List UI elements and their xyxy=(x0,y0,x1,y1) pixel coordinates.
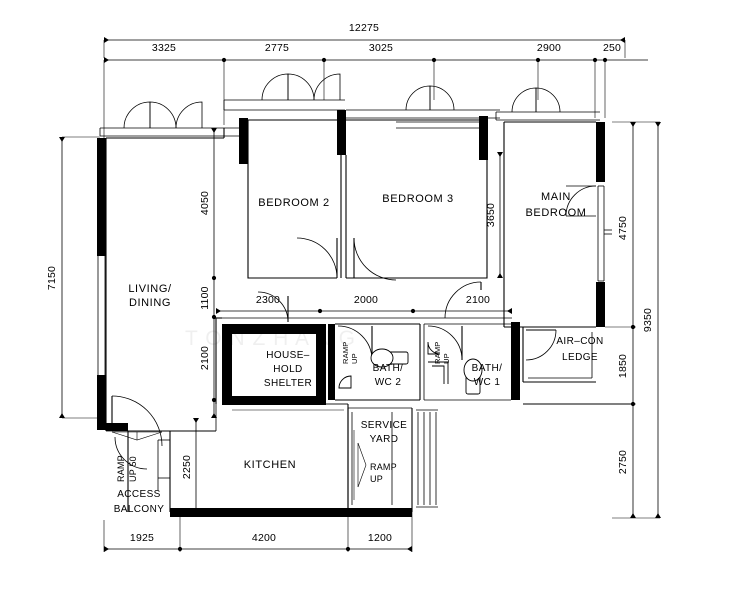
top-dimension-chain: 3325 2775 3025 2900 250 xyxy=(103,42,648,140)
label-living-dining-2: DINING xyxy=(129,297,171,309)
bedroom3-window-casement xyxy=(405,85,455,111)
basin-wc2 xyxy=(338,375,352,389)
window-door-swings[interactable] xyxy=(111,73,597,500)
main-bedroom-window-casement xyxy=(511,87,561,113)
room-labels: LIVING/ DINING BEDROOM 2 BEDROOM 3 MAIN … xyxy=(114,191,604,515)
dim-bedroom3-height: 3650 xyxy=(485,203,497,227)
shower-wc2 xyxy=(428,361,449,384)
label-bath-wc2-1: BATH/ xyxy=(373,363,404,374)
dim-right-3: 2750 xyxy=(617,450,629,474)
main-bedroom-door xyxy=(565,185,597,217)
main-entry-door xyxy=(111,395,163,447)
toilet-wc1 xyxy=(463,358,483,395)
label-shelter-3: SHELTER xyxy=(264,378,312,389)
bedroom2-window-casement xyxy=(261,73,341,101)
entry-ramp-arrow xyxy=(111,431,163,470)
left-dimension-overall: 7150 xyxy=(46,136,100,419)
dim-mid-1: 2300 xyxy=(256,294,280,306)
label-main-bedroom-1: MAIN xyxy=(541,191,571,203)
label-aircon-2: LEDGE xyxy=(562,352,598,363)
dim-kitchen-height: 2250 xyxy=(181,455,193,479)
label-aircon-1: AIR–CON xyxy=(556,336,603,347)
dim-top-5: 250 xyxy=(603,42,621,54)
wall-outlines xyxy=(99,99,633,512)
kitchen-counter xyxy=(232,403,348,411)
dim-right-2: 1850 xyxy=(617,354,629,378)
label-access-balcony-2: BALCONY xyxy=(114,504,165,515)
ramp-label-wc2-up: UP xyxy=(350,353,359,364)
label-living-dining-1: LIVING/ xyxy=(128,283,172,295)
ramp-annotations: RAMP UP RAMP UP RAMP UP RAMP UP 50 xyxy=(116,342,451,484)
dim-bedroom2-height: 4050 xyxy=(199,191,211,215)
label-service-yard-2: YARD xyxy=(370,434,399,445)
label-main-bedroom-2: BEDROOM xyxy=(525,207,586,219)
structural-walls xyxy=(97,110,605,517)
bottom-dimension-chain: 1925 4200 1200 xyxy=(103,512,413,552)
basin-wc1 xyxy=(427,341,441,355)
ramp-label-wc1-ramp: RAMP xyxy=(433,342,442,364)
label-bath-wc1-1: BATH/ xyxy=(472,363,503,374)
household-shelter-door xyxy=(257,291,289,323)
kitchen-height-dimension: 2250 xyxy=(181,418,199,516)
service-yard-ramp-arrow xyxy=(353,430,367,500)
label-shelter-1: HOUSE– xyxy=(266,350,310,361)
dim-top-2: 2775 xyxy=(265,42,289,54)
air-con-ledge-door xyxy=(525,329,557,361)
dim-top-4: 2900 xyxy=(537,42,561,54)
right-dimension-overall: 9350 xyxy=(612,121,661,519)
living-window-casement xyxy=(123,101,203,129)
label-bath-wc1-2: WC 1 xyxy=(474,377,501,388)
label-access-balcony-1: ACCESS xyxy=(117,489,161,500)
ramp-label-wc1-up: UP xyxy=(442,353,451,364)
label-shelter-2: HOLD xyxy=(273,364,302,375)
dim-mid-2: 2000 xyxy=(354,294,378,306)
dim-bottom-3: 1200 xyxy=(368,532,392,544)
bedroom3-door-2 xyxy=(444,281,482,319)
label-bath-wc2-2: WC 2 xyxy=(375,377,402,388)
ramp-label-wc2-ramp: RAMP xyxy=(341,342,350,364)
dim-overall-left: 7150 xyxy=(46,266,58,290)
label-kitchen: KITCHEN xyxy=(244,459,296,471)
dim-top-3: 3025 xyxy=(369,42,393,54)
label-bedroom-3: BEDROOM 3 xyxy=(382,193,453,205)
top-dimension-overall: 12275 xyxy=(103,22,626,58)
bedroom2-door xyxy=(296,237,338,279)
bath-wc1-door xyxy=(427,325,463,361)
dim-top-1: 3325 xyxy=(152,42,176,54)
ramp-label-service-ramp: RAMP xyxy=(370,462,397,472)
right-dimension-chain: 4750 1850 2750 xyxy=(523,122,636,518)
dim-corridor-height: 1100 xyxy=(199,286,211,309)
dim-bottom-2: 4200 xyxy=(252,532,276,544)
bedroom3-height-dimension: 3650 xyxy=(485,152,503,278)
dim-overall-top: 12275 xyxy=(349,22,379,34)
label-bedroom-2: BEDROOM 2 xyxy=(258,197,329,209)
label-service-yard-1: SERVICE xyxy=(361,420,408,431)
dim-mid-3: 2100 xyxy=(466,294,490,306)
interior-mid-dimension-chain: 2300 2000 2100 xyxy=(216,294,512,314)
dim-bottom-1: 1925 xyxy=(130,532,154,544)
inner-left-dimension-chain: 4050 1100 2100 xyxy=(199,128,217,418)
ramp-label-entry-up50: UP 50 xyxy=(128,456,138,482)
toilet-wc2 xyxy=(370,348,409,368)
dim-overall-right: 9350 xyxy=(642,308,654,332)
ramp-label-entry-ramp: RAMP xyxy=(116,455,126,482)
sanitary-fixtures xyxy=(232,341,483,411)
dim-shelter-height: 2100 xyxy=(199,346,211,370)
dim-right-1: 4750 xyxy=(617,216,629,240)
ramp-label-service-up: UP xyxy=(370,474,383,484)
bedroom3-door xyxy=(353,237,397,281)
